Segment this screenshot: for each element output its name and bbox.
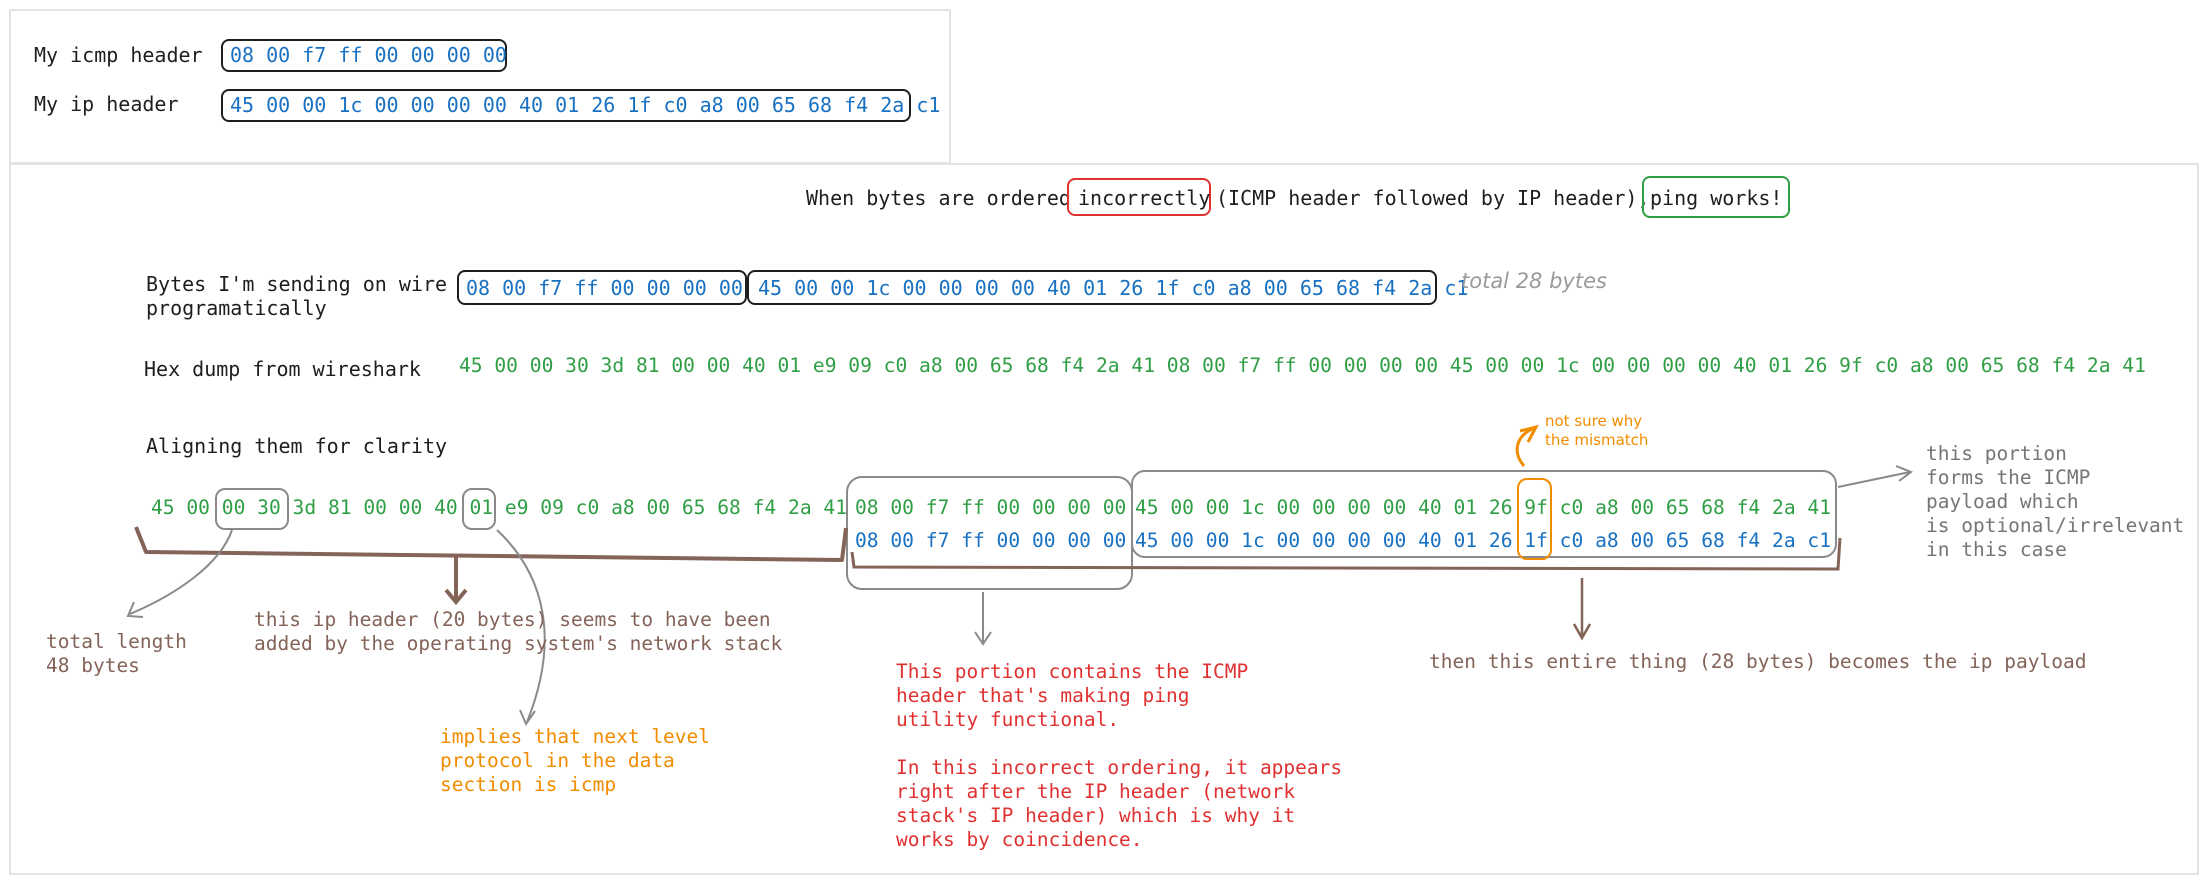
ip-header-arrow <box>444 557 468 606</box>
ping-works-box <box>1642 176 1790 218</box>
title-incorrectly: incorrectly <box>1078 186 1211 210</box>
ip-header-hex: 45 00 00 1c 00 00 00 00 40 01 26 1f c0 a… <box>230 93 941 117</box>
total-length-arrow <box>126 529 233 618</box>
align-top-icmp: 08 00 f7 ff 00 00 00 00 <box>855 496 1127 519</box>
total-length-note: total length 48 bytes <box>46 630 187 677</box>
sending-icmp-box <box>457 270 747 305</box>
mismatch-arrow <box>1515 424 1539 467</box>
align-top-ip-c: c0 a8 00 65 68 f4 2a 41 <box>1547 496 1832 519</box>
incorrectly-box <box>1067 178 1211 216</box>
icmp-header-label: My icmp header <box>34 43 203 67</box>
sending-ip-hex: 45 00 00 1c 00 00 00 00 40 01 26 1f c0 a… <box>758 276 1469 300</box>
protocol-highlight <box>462 488 496 530</box>
ip-header-bracket <box>134 526 848 562</box>
sending-ip-box <box>747 270 1437 305</box>
mismatch-note: not sure why the mismatch <box>1545 412 1649 449</box>
align-bottom-mismatch-byte: 1f <box>1524 529 1548 552</box>
ip-payload-note: then this entire thing (28 bytes) become… <box>1429 650 2087 673</box>
align-top-p3: 3d 81 00 00 40 <box>280 496 470 519</box>
wireshark-hex: 45 00 00 30 3d 81 00 00 40 01 e9 09 c0 a… <box>459 354 2146 377</box>
title-before: When bytes are ordered <box>806 186 1071 210</box>
icmp-portion-arrow <box>974 592 992 646</box>
payload-note-arrow <box>1837 465 1914 488</box>
payload-note: this portion forms the ICMP payload whic… <box>1926 442 2185 561</box>
icmp-portion-note: This portion contains the ICMP header th… <box>896 660 1343 851</box>
ip-header-note: this ip header (20 bytes) seems to have … <box>254 608 783 655</box>
wireshark-label: Hex dump from wireshark <box>144 357 421 381</box>
align-top-ip: 45 00 00 1c 00 00 00 00 40 01 26 9f c0 a… <box>1135 496 1831 519</box>
ip-header-box <box>221 89 911 122</box>
title-ping-works: ping works! <box>1650 186 1783 210</box>
ip-payload-bracket <box>850 537 1842 571</box>
main-panel-frame <box>9 163 2199 875</box>
ip-payload-arrow <box>1572 578 1592 641</box>
icmp-header-hex: 08 00 f7 ff 00 00 00 00 <box>230 43 507 67</box>
ip-header-label: My ip header <box>34 92 179 116</box>
align-label: Aligning them for clarity <box>146 434 448 458</box>
align-bottom-icmp: 08 00 f7 ff 00 00 00 00 <box>855 529 1127 552</box>
icmp-header-box <box>221 39 507 72</box>
total-length-highlight <box>215 488 289 530</box>
total-bytes-note: total 28 bytes <box>1461 269 1607 293</box>
align-top-protocol-byte: 01 <box>469 496 494 519</box>
align-top-p1: 45 00 <box>151 496 222 519</box>
protocol-note: implies that next level protocol in the … <box>440 725 711 796</box>
sending-label: Bytes I'm sending on wire programaticall… <box>146 272 448 320</box>
sending-icmp-hex: 08 00 f7 ff 00 00 00 00 <box>466 276 743 300</box>
payload-portion-highlight <box>1131 470 1837 558</box>
align-top-p5: e9 09 c0 a8 00 65 68 f4 2a 41 <box>493 496 848 519</box>
protocol-arrow <box>496 529 546 727</box>
title-middle: (ICMP header followed by IP header), <box>1216 186 1650 210</box>
mismatch-highlight <box>1517 478 1552 560</box>
align-top-total-length-bytes: 00 30 <box>221 496 281 519</box>
align-top-mismatch-byte: 9f <box>1524 496 1548 519</box>
align-top-ip-a: 45 00 00 1c 00 00 00 00 40 01 26 <box>1135 496 1525 519</box>
align-bottom-ip-a: 45 00 00 1c 00 00 00 00 40 01 26 <box>1135 529 1525 552</box>
align-top-row: 45 00 00 30 3d 81 00 00 40 01 e9 09 c0 a… <box>151 496 847 519</box>
